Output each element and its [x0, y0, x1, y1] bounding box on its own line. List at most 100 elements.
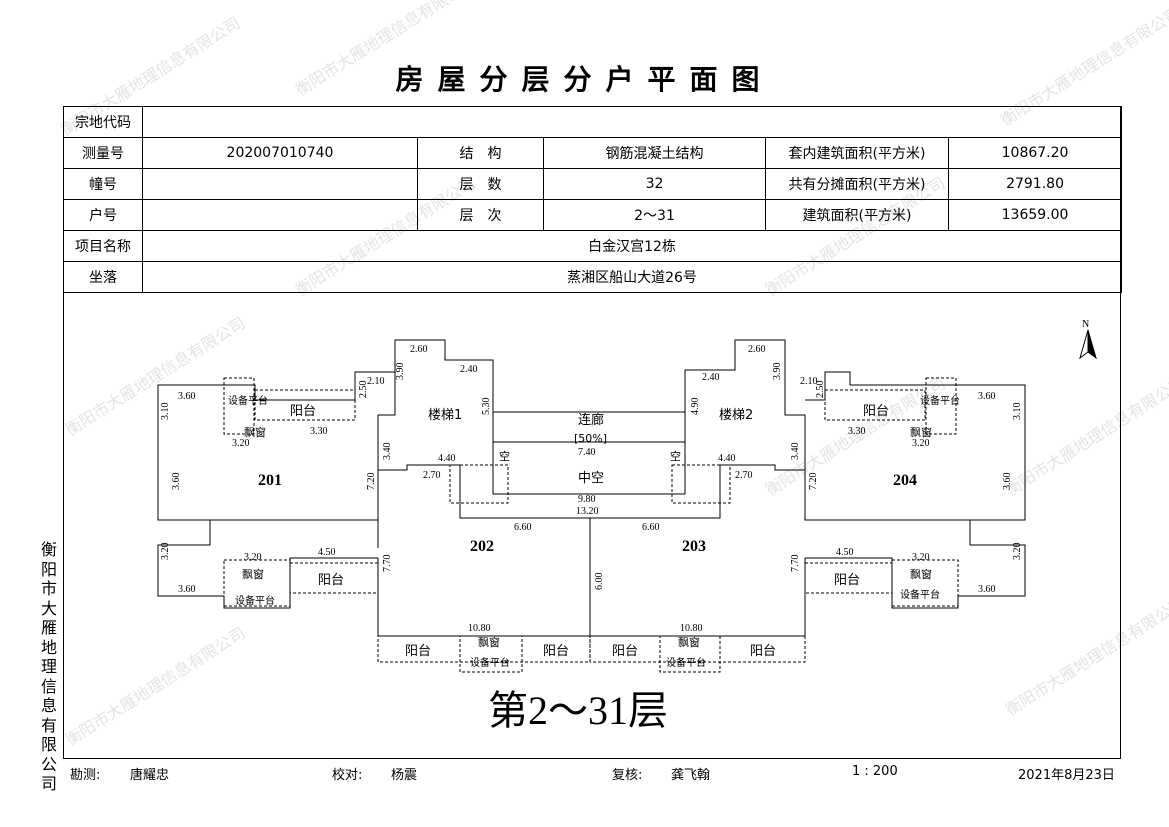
dim-label: 3.20	[160, 543, 171, 561]
bay-201-bottom	[223, 559, 291, 607]
unit-203: 203	[682, 538, 706, 555]
dim-label: 2.10	[367, 376, 385, 387]
dim-label: 10.80	[680, 623, 703, 634]
balcony-label: 阳台	[543, 644, 569, 659]
date: 2021年8月23日	[1018, 768, 1115, 783]
wall-stair2	[590, 415, 806, 519]
stair2-label: 楼梯2	[719, 408, 753, 423]
info-table: 宗地代码 测量号 202007010740 结 构 钢筋混凝土结构 套内建筑面积…	[63, 106, 1123, 293]
equipment-label: 设备平台	[235, 594, 275, 607]
location-value: 蒸湘区船山大道26号	[141, 261, 1123, 293]
project-label: 项目名称	[63, 230, 143, 262]
page-title: 房屋分层分户平面图	[395, 63, 774, 96]
balcony-label: 阳台	[834, 573, 860, 588]
dim-label: 7.20	[366, 473, 377, 491]
equipment-label: 设备平台	[228, 394, 268, 407]
bay-203	[659, 635, 721, 673]
dim-label: 3.40	[382, 443, 393, 461]
atrium	[492, 441, 686, 495]
dim-label: 3.60	[1002, 473, 1013, 491]
dim-label: 7.70	[382, 555, 393, 573]
north-label: N	[1082, 319, 1089, 330]
balcony-label: 阳台	[290, 404, 316, 419]
dim-label: 3.10	[160, 403, 171, 421]
wall-204	[784, 372, 1026, 609]
balcony-label: 阳台	[318, 573, 344, 588]
balcony-201-bottom	[289, 562, 379, 594]
building-value	[142, 168, 418, 200]
empty-label: 空	[670, 449, 681, 463]
equipment-label: 设备平台	[900, 588, 940, 601]
check-name: 杨震	[391, 768, 418, 783]
dim-label: 2.10	[800, 376, 818, 387]
dim-label: 3.90	[772, 363, 783, 381]
atrium-label: 中空	[578, 471, 604, 486]
dim-label: 5.30	[481, 398, 492, 416]
dim-label: 2.60	[748, 344, 766, 355]
equipment-label: 设备平台	[470, 656, 510, 669]
dim-label: 10.80	[468, 623, 491, 634]
dim-label: 3.30	[310, 426, 328, 437]
bay-window-label: 飘窗	[910, 567, 932, 581]
unit-label: 户号	[63, 199, 143, 231]
dim-label: 3.40	[790, 443, 801, 461]
balcony-204-top	[824, 389, 926, 421]
review-name: 龚飞翰	[671, 768, 711, 783]
bay-window-label: 飘窗	[242, 567, 264, 581]
dim-label: 7.20	[808, 473, 819, 491]
shared-area-value: 2791.80	[947, 168, 1123, 200]
dim-label: 4.90	[690, 398, 701, 416]
dim-label: 6.60	[514, 522, 532, 533]
structure-label: 结 构	[417, 137, 544, 169]
dim-label: 3.90	[395, 363, 406, 381]
project-value: 白金汉宫12栋	[141, 230, 1123, 262]
dim-label: 3.20	[244, 552, 262, 563]
dim-label: 2.40	[702, 372, 720, 383]
stair1-label: 楼梯1	[428, 408, 462, 423]
floors-value: 32	[543, 168, 766, 200]
corridor-share: [50%]	[574, 432, 607, 445]
dim-label: 7.40	[578, 447, 596, 458]
dim-label: 4.40	[438, 453, 456, 464]
check-label: 校对:	[332, 768, 363, 783]
dim-label: 3.20	[232, 438, 250, 449]
wall-stair2-top	[684, 339, 786, 465]
inner-area-label: 套内建筑面积(平方米)	[765, 137, 949, 169]
survey-label: 测量号	[63, 137, 143, 169]
unit-204: 204	[893, 472, 917, 489]
dim-label: 3.20	[1012, 543, 1023, 561]
survey-label: 勘测:	[70, 768, 101, 783]
unit-201: 201	[258, 472, 282, 489]
balcony-202	[377, 635, 591, 663]
bay-window-label: 飘窗	[910, 425, 932, 439]
balcony-label: 阳台	[612, 644, 638, 659]
dim-label: 3.20	[912, 438, 930, 449]
wall-stair1	[377, 415, 591, 637]
dim-label: 2.70	[423, 470, 441, 481]
equip-202	[449, 464, 509, 504]
wall-204-top	[805, 371, 1026, 521]
unit-202: 202	[470, 538, 494, 555]
bay-201-top	[223, 377, 255, 435]
location-label: 坐落	[63, 261, 143, 293]
balcony-label: 阳台	[863, 404, 889, 419]
inner-area-value: 10867.20	[947, 137, 1123, 169]
bay-204-top	[925, 377, 957, 435]
dim-label: 3.20	[912, 552, 930, 563]
survey-name: 唐耀忠	[130, 768, 170, 783]
dim-label: 3.60	[171, 473, 182, 491]
bay-window-label: 飘窗	[678, 635, 700, 649]
dim-label: 4.50	[318, 547, 336, 558]
shared-area-label: 共有分摊面积(平方米)	[765, 168, 949, 200]
wall-stair1-top	[394, 339, 494, 465]
building-label: 幢号	[63, 168, 143, 200]
dim-label: 3.10	[1012, 403, 1023, 421]
side-company-text: 衡阳市大雁地理信息有限公司	[40, 540, 57, 793]
scale: 1 : 200	[852, 764, 898, 779]
dim-label: 3.60	[978, 584, 996, 595]
equipment-label: 设备平台	[920, 394, 960, 407]
dim-label: 7.70	[790, 555, 801, 573]
dim-label: 2.50	[358, 381, 369, 399]
dim-label: 3.60	[178, 391, 196, 402]
